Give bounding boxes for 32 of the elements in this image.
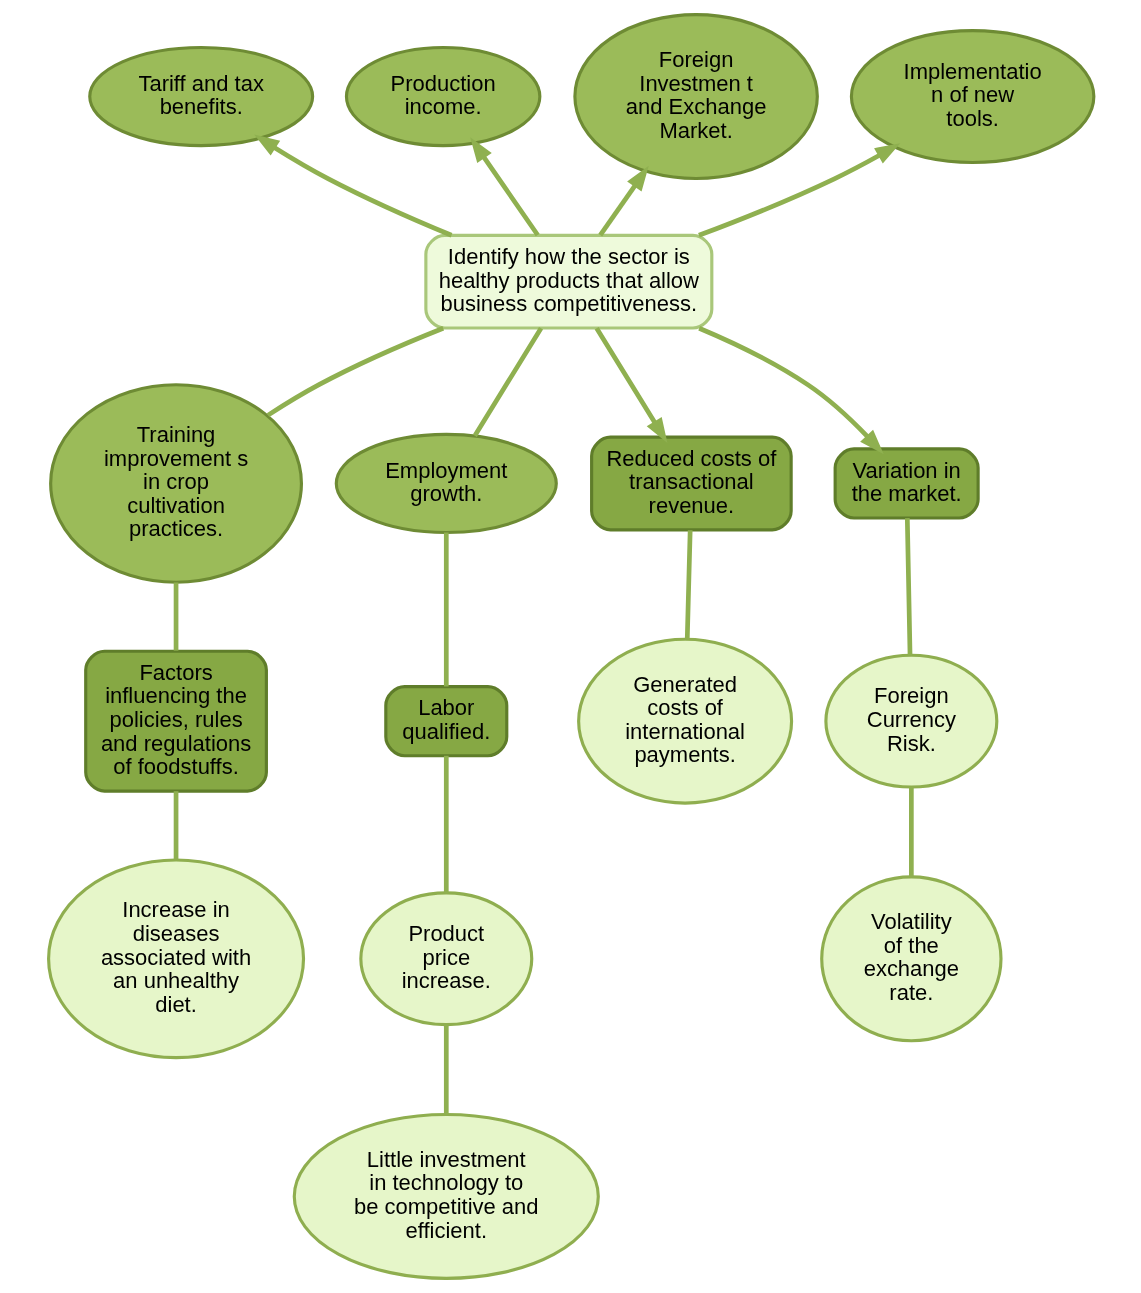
connector: [173, 582, 178, 651]
connector: [472, 327, 543, 437]
arrow: [697, 143, 900, 238]
connector: [443, 755, 449, 893]
node-ellipse: Training improvement s in crop cultivation practices.: [48, 383, 303, 584]
connector: [173, 791, 178, 860]
arrow: [697, 326, 884, 455]
arrow: [597, 165, 649, 237]
connector: [266, 326, 444, 418]
arrow: [469, 137, 540, 237]
node-ellipse: Foreign Investmen t and Exchange Market.: [572, 13, 819, 181]
node-box: Labor qualified.: [383, 685, 508, 758]
node-box: Identify how the sector is healthy products that allow business competitiveness.: [423, 233, 713, 330]
arrow: [253, 134, 452, 238]
node-ellipse: Product price increase.: [358, 891, 533, 1027]
node-box: Reduced costs of transactional revenue.: [589, 435, 793, 532]
connector: [443, 1024, 449, 1115]
connector: [684, 530, 693, 639]
node-box: Variation in the market.: [833, 447, 980, 520]
node-ellipse: Foreign Currency Risk.: [823, 653, 998, 789]
connector: [904, 518, 912, 656]
node-ellipse: Increase in diseases associated with an unhealthy diet.: [46, 858, 305, 1060]
node-ellipse: Generated costs of international payments.: [576, 637, 793, 805]
arrow: [594, 327, 667, 444]
node-circle: Volatility of the exchange rate.: [819, 875, 1003, 1043]
node-box: Factors influencing the policies, rules and regulations of foodstuffs.: [83, 649, 268, 793]
node-ellipse: Little investment in technology to be competitive and efficient.: [292, 1112, 600, 1280]
node-ellipse: Tariff and tax benefits.: [87, 45, 314, 148]
node-ellipse: Employment growth.: [334, 432, 558, 535]
node-ellipse: Production income.: [344, 45, 541, 148]
connector: [443, 532, 449, 687]
connector: [908, 786, 914, 877]
